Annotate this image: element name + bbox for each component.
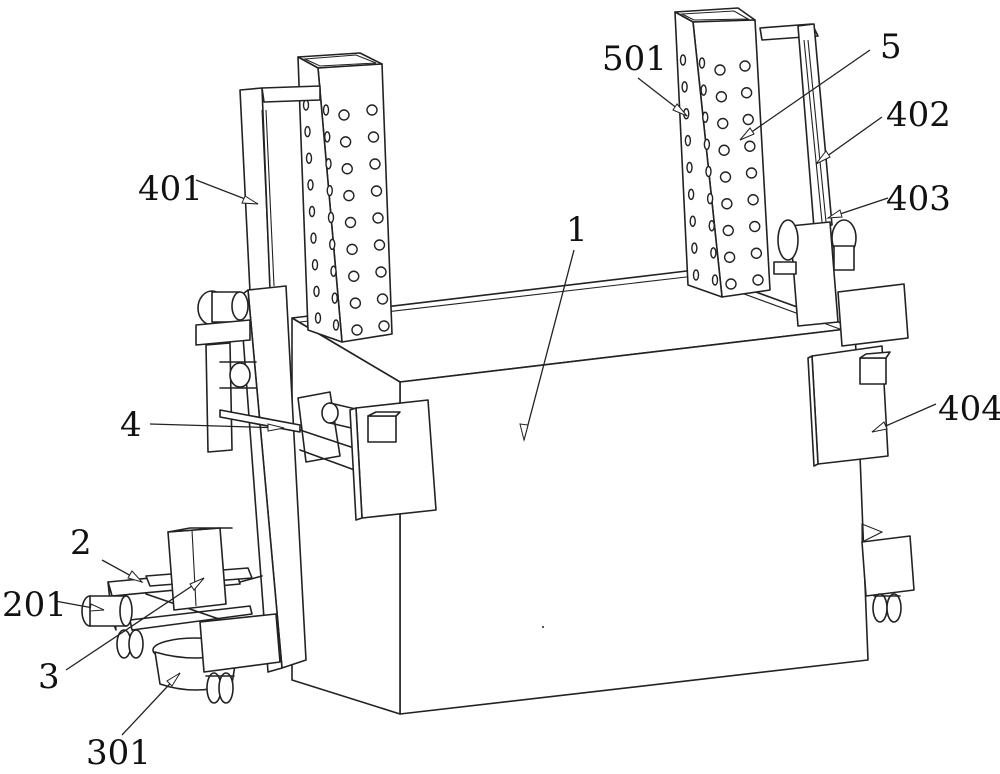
side-hole (307, 153, 312, 163)
front-hole (341, 137, 351, 147)
front-hole (352, 325, 362, 335)
side-hole (709, 221, 714, 231)
label-4: 4 (120, 408, 142, 442)
front-hole (715, 65, 725, 75)
side-hole (314, 286, 319, 296)
label-5: 5 (880, 30, 902, 64)
front-hole (748, 195, 758, 205)
side-hole (313, 260, 318, 270)
front-hole (751, 248, 761, 258)
front-hole (346, 218, 356, 228)
label-403: 403 (886, 182, 951, 216)
label-501: 501 (602, 42, 667, 76)
side-hole (711, 248, 716, 258)
side-hole (334, 320, 339, 330)
front-hole (742, 88, 752, 98)
front-hole (349, 271, 359, 281)
front-hole (726, 279, 736, 289)
front-hole (719, 145, 729, 155)
side-hole (706, 167, 711, 177)
front-hole (347, 244, 357, 254)
side-hole (694, 270, 699, 280)
front-hole (753, 275, 763, 285)
front-hole (745, 141, 755, 151)
label-402: 402 (886, 98, 951, 132)
side-hole (713, 275, 718, 285)
side-hole (324, 105, 329, 115)
front-hole (339, 110, 349, 120)
side-hole (689, 189, 694, 199)
side-hole (704, 139, 709, 149)
front-hole (373, 213, 383, 223)
front-frame-assembly (82, 528, 280, 703)
front-hole (721, 172, 731, 182)
side-hole (329, 213, 334, 223)
side-hole (690, 216, 695, 226)
label-1: 1 (566, 213, 588, 247)
front-hole (370, 159, 380, 169)
side-hole (692, 243, 697, 253)
front-hole (378, 294, 388, 304)
label-301: 301 (86, 736, 151, 770)
front-hole (344, 191, 354, 201)
side-hole (327, 186, 332, 196)
front-hole (747, 168, 757, 178)
right-perforated-column (675, 8, 770, 297)
side-hole (700, 58, 705, 68)
side-hole (685, 136, 690, 146)
front-hole (722, 199, 732, 209)
front-hole (718, 119, 728, 129)
side-hole (311, 233, 316, 243)
side-hole (308, 180, 313, 190)
front-hole (350, 298, 360, 308)
front-hole (740, 61, 750, 71)
side-hole (326, 159, 331, 169)
left-clamp-plate (350, 400, 436, 520)
front-hole (725, 252, 735, 262)
side-hole (701, 85, 706, 95)
front-hole (375, 240, 385, 250)
side-hole (703, 112, 708, 122)
front-hole (367, 105, 377, 115)
side-hole (316, 313, 321, 323)
side-hole (682, 82, 687, 92)
side-hole (305, 127, 310, 137)
label-404: 404 (938, 392, 1000, 426)
label-401: 401 (138, 172, 203, 206)
front-hole (723, 226, 733, 236)
label-3: 3 (38, 660, 60, 694)
side-hole (310, 207, 315, 217)
side-hole (325, 132, 330, 142)
front-hole (379, 321, 389, 331)
front-hole (750, 222, 760, 232)
front-hole (376, 267, 386, 277)
label-201: 201 (2, 588, 67, 622)
front-hole (743, 115, 753, 125)
front-hole (342, 164, 352, 174)
side-hole (708, 194, 713, 204)
front-hole (369, 132, 379, 142)
side-hole (331, 266, 336, 276)
side-hole (304, 100, 309, 110)
side-hole (330, 239, 335, 249)
label-2: 2 (70, 526, 92, 560)
right-wheel-assembly (862, 524, 914, 622)
side-hole (332, 293, 337, 303)
center-dot (542, 626, 544, 628)
front-hole (372, 186, 382, 196)
side-hole (681, 55, 686, 65)
front-hole (716, 92, 726, 102)
side-hole (687, 163, 692, 173)
